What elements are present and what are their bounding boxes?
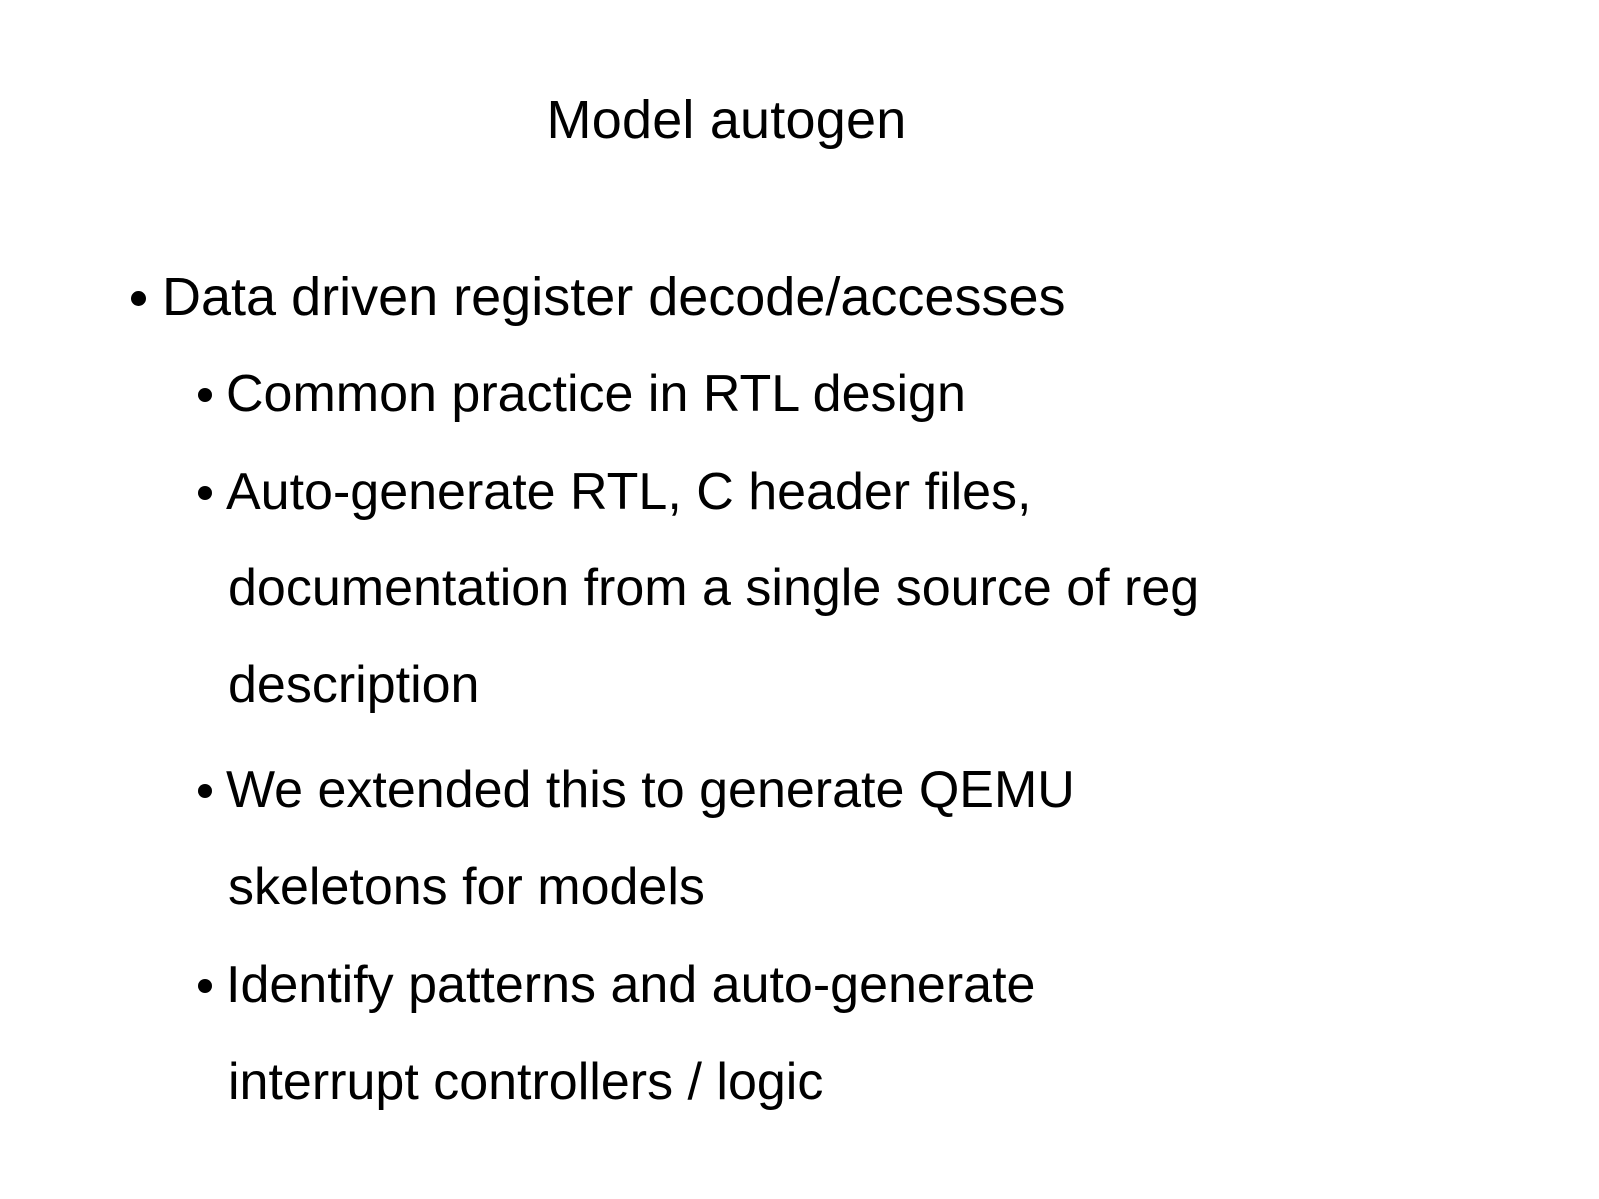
- bullet-dot-icon: [131, 291, 146, 307]
- bullet-dot-icon: [198, 388, 212, 403]
- list-item-level2[interactable]: We extended this to generate QEMU: [198, 764, 1075, 816]
- list-item-label: Data driven register decode/accesses: [162, 267, 1066, 327]
- bullet-dot-icon: [198, 486, 212, 501]
- list-item-continuation: skeletons for models: [228, 858, 705, 916]
- page-title: Model autogen: [546, 90, 907, 150]
- list-item-level2[interactable]: Identify patterns and auto-generate: [198, 959, 1035, 1011]
- list-item-label: Identify patterns and auto-generate: [226, 956, 1036, 1014]
- list-item-level2[interactable]: Auto-generate RTL, C header files,: [198, 466, 1032, 518]
- bullet-dot-icon: [198, 784, 212, 799]
- list-item-continuation: description: [228, 656, 480, 714]
- bullet-dot-icon: [198, 979, 212, 994]
- list-item-level1[interactable]: Data driven register decode/accesses: [131, 270, 1065, 324]
- list-item-label: Auto-generate RTL, C header files,: [226, 463, 1032, 521]
- list-item-label: Common practice in RTL design: [226, 365, 966, 423]
- list-item-level2[interactable]: Common practice in RTL design: [198, 368, 966, 420]
- list-item-continuation: documentation from a single source of re…: [228, 559, 1200, 617]
- list-item-continuation: interrupt controllers / logic: [228, 1053, 824, 1111]
- list-item-label: We extended this to generate QEMU: [226, 761, 1075, 819]
